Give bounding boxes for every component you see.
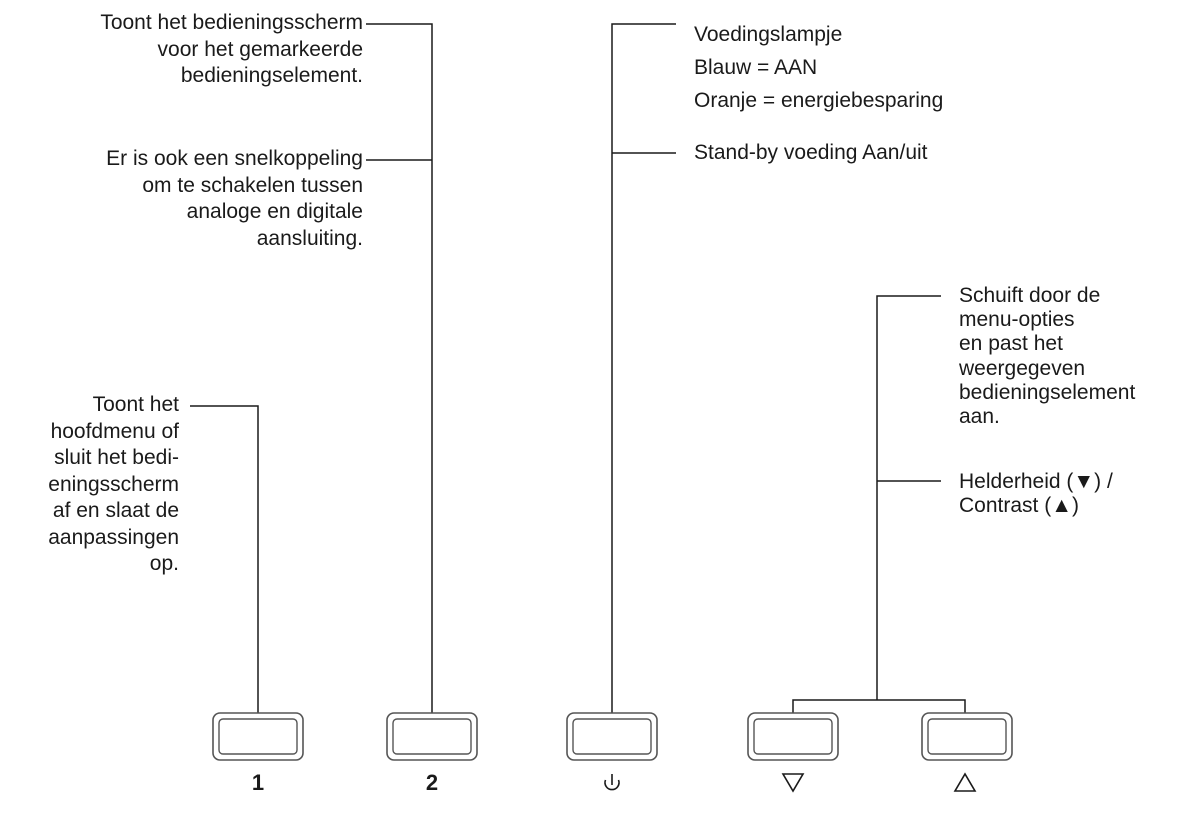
leader-line-power-a	[611, 23, 676, 715]
leader-lines	[190, 23, 966, 715]
down-button[interactable]	[747, 712, 839, 761]
annotation-arrows-a: Schuift door de menu-opties en past het …	[959, 284, 1136, 429]
leader-line-btn2-a	[366, 23, 433, 715]
annotation-button-1: Toont het hoofdmenu of sluit het bedi- e…	[48, 393, 179, 575]
key-label-2: 2	[425, 770, 439, 795]
power-button[interactable]	[566, 712, 658, 761]
key-label-1: 1	[251, 770, 265, 795]
annotation-arrows-b: Helderheid (▼) / Contrast (▲)	[959, 470, 1113, 518]
annotation-power-b: Stand-by voeding Aan/uit	[694, 141, 928, 164]
leader-line-btn1	[190, 405, 259, 715]
power-icon	[604, 774, 620, 791]
annotation-button-2-b: Er is ook een snelkoppeling om te schake…	[106, 147, 363, 250]
buttons	[212, 712, 1013, 761]
leader-line-arrows-a	[876, 295, 941, 700]
annotation-button-2-a: Toont het bedieningsscherm voor het gema…	[100, 11, 363, 87]
down-triangle-icon	[781, 773, 805, 793]
button-2[interactable]	[386, 712, 478, 761]
button-1[interactable]	[212, 712, 304, 761]
up-triangle-icon	[953, 772, 977, 792]
leader-line-arrows-split	[792, 699, 966, 715]
up-button[interactable]	[921, 712, 1013, 761]
annotation-power-a: Voedingslampje Blauw = AAN Oranje = ener…	[694, 23, 944, 112]
